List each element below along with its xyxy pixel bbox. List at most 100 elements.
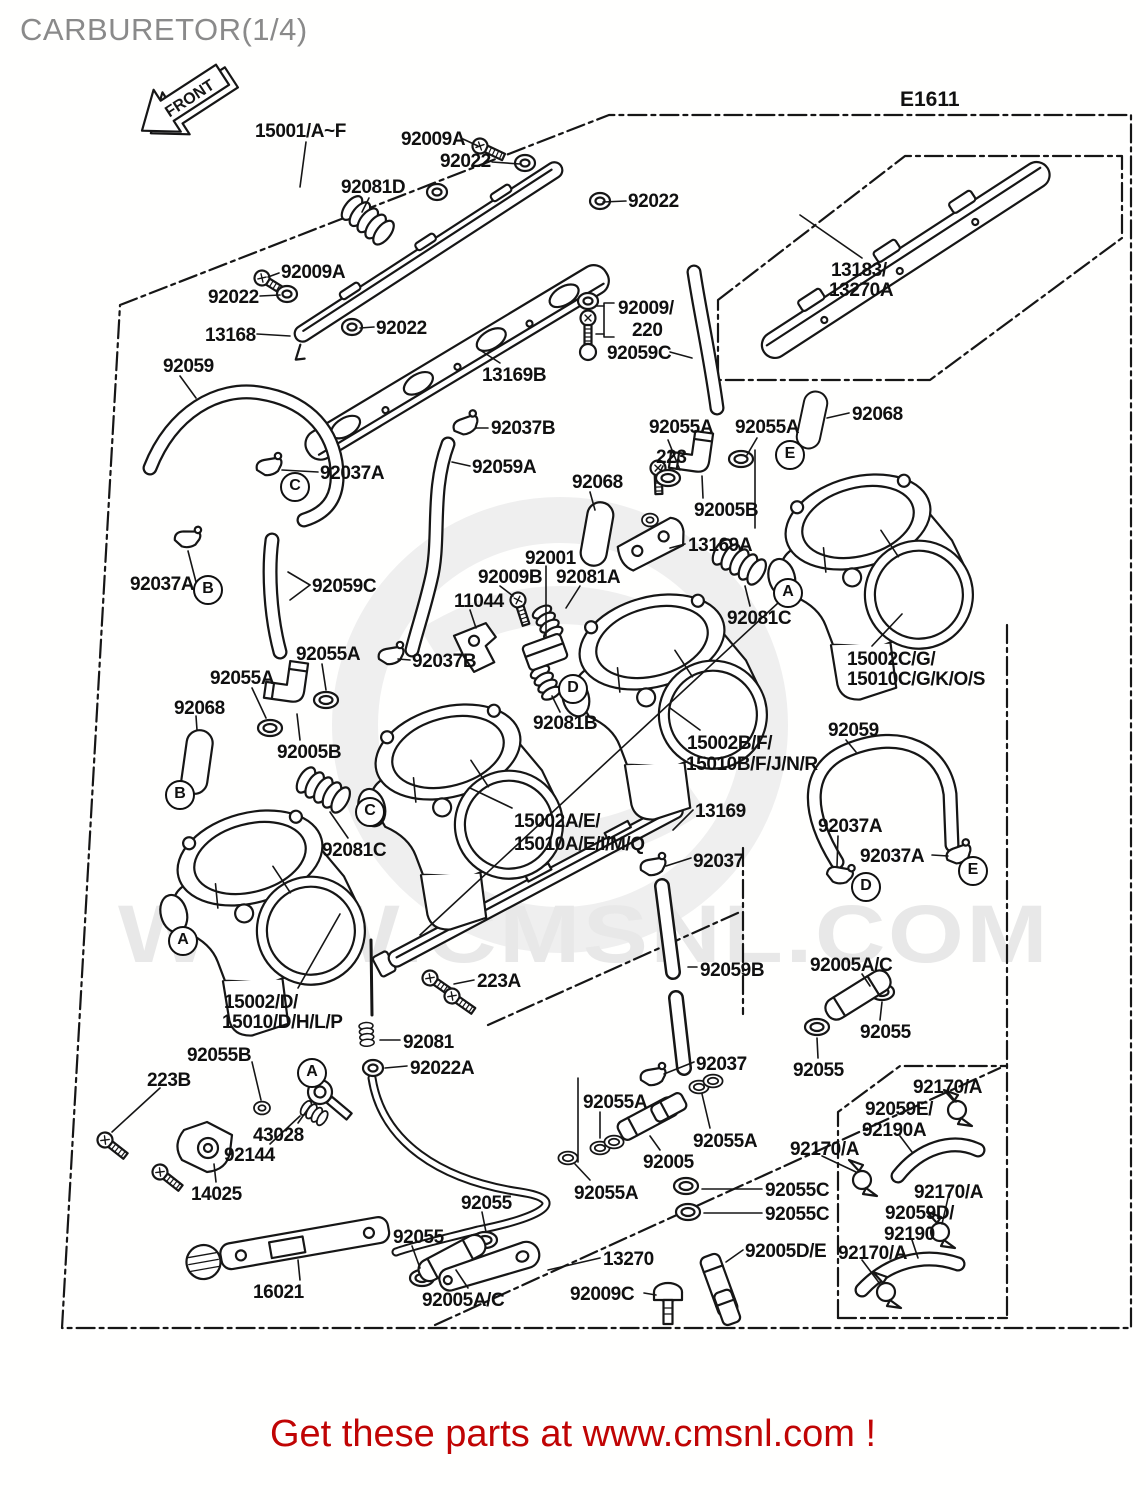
part-label[interactable]: 92005D/E [745,1241,827,1262]
bracket-11044 [452,622,497,673]
part-label[interactable]: 15001/A~F [255,121,346,142]
part-label[interactable]: 92005A/C [810,955,893,976]
part-label[interactable]: 92055A [296,644,361,665]
part-label[interactable]: 92059C [607,343,672,364]
part-label[interactable]: 92037A [818,816,883,837]
part-label[interactable]: 92005B [277,742,342,763]
page-title: CARBURETOR(1/4) [20,12,308,47]
clamp-92170 [871,1270,903,1310]
part-label[interactable]: 92037 [696,1054,747,1075]
part-label[interactable]: 92081C [322,840,387,861]
part-label[interactable]: 92059C [312,576,377,597]
part-label[interactable]: 13270A [829,280,894,301]
part-label[interactable]: 13168 [205,325,256,346]
part-label[interactable]: 92055A [574,1183,639,1204]
part-label[interactable]: 92170/A [790,1139,860,1160]
part-label[interactable]: 92037B [491,418,556,439]
part-label[interactable]: 92037A [320,463,385,484]
part-label[interactable]: 92001 [525,548,576,569]
part-label[interactable]: 92190 [884,1224,935,1245]
part-label[interactable]: 92055C [765,1204,830,1225]
part-label[interactable]: 92005A/C [422,1290,505,1311]
part-label[interactable]: 13270 [603,1249,654,1270]
part-label[interactable]: 92059B [700,960,765,981]
part-label[interactable]: 92055 [393,1227,444,1248]
part-label[interactable]: 11044 [454,591,504,612]
part-label[interactable]: 92037A [860,846,925,867]
part-label[interactable]: 13169A [688,535,753,556]
part-label[interactable]: 92190A [862,1120,927,1141]
part-label[interactable]: 92005B [694,500,759,521]
part-label[interactable]: 92059E/ [865,1099,933,1120]
part-label[interactable]: 92022 [208,287,259,308]
part-label[interactable]: 223B [147,1070,191,1091]
part-label[interactable]: 92055A [583,1092,648,1113]
part-label[interactable]: 92170/A [914,1182,984,1203]
part-label[interactable]: 92022 [440,151,491,172]
part-label[interactable]: 92037 [693,851,744,872]
part-label[interactable]: 14025 [191,1184,242,1205]
part-label[interactable]: 92055A [693,1131,758,1152]
part-label[interactable]: 223A [477,971,521,992]
part-label[interactable]: 92081D [341,177,406,198]
part-label[interactable]: 92068 [572,472,623,493]
part-label[interactable]: 92022 [628,191,679,212]
part-label[interactable]: 92055A [735,417,800,438]
part-label[interactable]: 92081 [403,1032,454,1053]
part-label[interactable]: 15002C/G/ [847,649,936,670]
clip-92037A [255,451,283,477]
part-label[interactable]: 223 [656,447,687,468]
part-label[interactable]: 92059A [472,457,537,478]
part-label[interactable]: 92081A [556,567,621,588]
part-label[interactable]: 92009A [281,262,346,283]
clip-92037 [639,1061,667,1087]
part-label[interactable]: 92022 [376,318,427,339]
plate-13183 [760,160,1051,360]
bracket-13169A [616,516,685,572]
part-label[interactable]: 92009/ [618,298,674,319]
part-label[interactable]: 15002/D/ [224,992,298,1013]
part-label[interactable]: 92059 [828,720,879,741]
part-label[interactable]: 92022A [410,1058,475,1079]
part-label[interactable]: 92068 [852,404,903,425]
part-label[interactable]: 220 [632,320,663,341]
part-label[interactable]: 15010A/E/I/M/Q [514,834,645,855]
part-label[interactable]: 92068 [174,698,225,719]
part-label[interactable]: 13183/ [831,260,887,281]
tee-92005DE [697,1251,744,1328]
part-label[interactable]: 15002B/F/ [687,733,773,754]
part-label[interactable]: 15010C/G/K/O/S [847,669,986,690]
part-label[interactable]: 92009A [401,129,466,150]
part-label[interactable]: 92055B [187,1045,252,1066]
part-label[interactable]: 92055C [765,1180,830,1201]
part-label[interactable]: 92081C [727,608,792,629]
cap-92068 [793,388,831,452]
part-label[interactable]: 16021 [253,1282,304,1303]
footer-banner-link[interactable]: Get these parts at www.cmsnl.com ! [269,1413,877,1455]
part-label[interactable]: 92005 [643,1152,694,1173]
part-label[interactable]: 92059 [163,356,214,377]
part-label[interactable]: 92055A [210,668,275,689]
part-label[interactable]: 15010B/F/J/N/R [686,754,818,775]
clip-92037B [450,408,481,438]
part-label[interactable]: 15002A/E/ [514,811,601,832]
part-label[interactable]: 92055 [860,1022,911,1043]
part-label[interactable]: 92009C [570,1284,635,1305]
part-label[interactable]: 92037A [130,574,195,595]
part-label[interactable]: 92037B [412,651,477,672]
part-label[interactable]: 92055A [649,417,714,438]
part-label[interactable]: 92009B [478,567,543,588]
part-label[interactable]: 92059D/ [885,1203,955,1224]
part-label[interactable]: 43028 [253,1125,304,1146]
part-label[interactable]: 15010/D/H/L/P [222,1012,343,1033]
part-label[interactable]: 92055 [793,1060,844,1081]
part-label[interactable]: 92081B [533,713,598,734]
part-label[interactable]: 13169B [482,365,547,386]
part-label[interactable]: 13169 [695,801,746,822]
part-label[interactable]: 92144 [224,1145,275,1166]
part-label[interactable]: 92055 [461,1193,512,1214]
clip-92037A [172,521,203,551]
part-label[interactable]: 92170/A [838,1243,908,1264]
part-label[interactable]: 92170/A [913,1077,983,1098]
leader-lines [111,138,957,1296]
